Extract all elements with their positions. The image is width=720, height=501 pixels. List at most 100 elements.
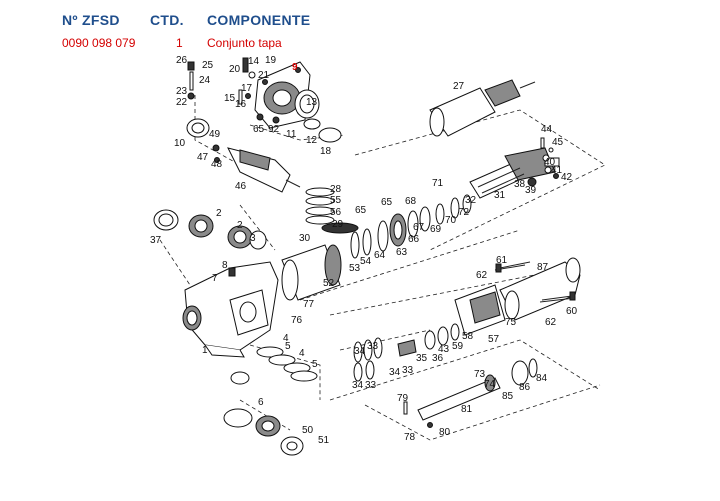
long-bolts [495,261,576,301]
label-86: 86 [519,382,531,393]
label-17: 17 [241,83,253,94]
label-62b: 62 [545,317,557,328]
label-74: 74 [484,379,496,390]
label-15: 15 [224,93,236,104]
studs-and-nuts [187,57,256,105]
label-22: 22 [176,97,188,108]
label-72: 72 [458,207,470,218]
label-10: 10 [174,138,186,149]
header-col-number: Nº ZFSD [62,12,120,28]
label-8: 8 [222,260,228,271]
label-65c: 65 [253,124,265,135]
label-87: 87 [537,262,549,273]
label-40: 40 [544,157,556,168]
label-85: 85 [502,391,514,402]
label-11: 11 [286,129,297,140]
label-78: 78 [404,432,416,443]
label-75: 75 [505,317,517,328]
header-col-qty: CTD. [150,12,184,28]
label-35: 35 [416,353,428,364]
label-58: 58 [462,331,474,342]
output-shaft [403,358,538,428]
label-30: 30 [299,233,311,244]
label-71: 71 [432,178,444,189]
seal-ring-stack [305,187,359,234]
label-36: 36 [432,353,444,364]
label-47: 47 [197,152,209,163]
label-41: 41 [551,165,563,176]
label-61: 61 [496,255,508,266]
label-3: 3 [250,233,256,244]
part-labels: 1 2 2 3 4 4 5 5 6 7 8 9 10 11 12 13 14 1… [150,55,578,446]
label-59: 59 [452,341,464,352]
mid-ring-series [350,194,472,259]
label-23: 23 [176,86,188,97]
label-20: 20 [229,64,241,75]
valve-housing [429,79,536,137]
label-33a: 33 [367,341,379,352]
cover-assembly[interactable] [254,61,342,143]
label-21: 21 [258,70,270,81]
label-14: 14 [248,56,260,67]
label-68: 68 [405,196,417,207]
label-33c: 33 [402,365,414,376]
label-18: 18 [320,146,332,157]
label-34c: 34 [389,367,401,378]
label-28: 28 [330,184,342,195]
header-col-component: COMPONENTE [207,12,311,28]
label-43: 43 [438,344,450,355]
label-67: 67 [413,222,425,233]
label-81: 81 [461,404,473,415]
label-6: 6 [258,397,264,408]
label-9: 9 [292,62,298,73]
label-51: 51 [318,435,330,446]
label-77: 77 [303,299,315,310]
label-16: 16 [235,99,247,110]
label-4b: 4 [299,348,305,359]
piston-cylinder [281,244,342,301]
row-quantity: 1 [176,36,183,50]
label-76: 76 [291,315,303,326]
label-56: 56 [330,207,342,218]
label-29: 29 [332,219,344,230]
label-44: 44 [541,124,553,135]
label-49: 49 [209,129,221,140]
label-42: 42 [561,172,573,183]
label-12: 12 [306,135,318,146]
label-13: 13 [306,97,318,108]
label-5b: 5 [312,359,318,370]
label-1: 1 [202,345,208,356]
label-80: 80 [439,427,451,438]
label-4a: 4 [283,333,289,344]
label-52: 52 [323,278,335,289]
label-84: 84 [536,373,548,384]
label-34a: 34 [354,346,366,357]
label-45: 45 [552,137,564,148]
label-65b: 65 [381,197,393,208]
label-92: 92 [268,124,280,135]
row-part-number[interactable]: 0090 098 079 [62,36,136,50]
label-53: 53 [349,263,361,274]
row-component-name[interactable]: Conjunto tapa [207,36,282,50]
label-65a: 65 [355,205,367,216]
label-50: 50 [302,425,314,436]
rack-piston-assembly [454,257,581,336]
worm-spindle [469,147,560,199]
bearings-group [188,214,267,250]
label-33b: 33 [365,380,377,391]
label-66: 66 [408,234,420,245]
label-31: 31 [494,190,506,201]
label-24: 24 [199,75,211,86]
label-39: 39 [525,185,537,196]
label-46: 46 [235,181,247,192]
label-26: 26 [176,55,188,66]
label-2b: 2 [237,220,243,231]
label-32: 32 [465,195,477,206]
label-64: 64 [374,250,386,261]
label-48: 48 [211,159,223,170]
lower-ring-series [353,323,460,382]
label-7: 7 [212,273,218,284]
lower-left-rings [223,346,318,456]
seal-ring [153,209,179,231]
